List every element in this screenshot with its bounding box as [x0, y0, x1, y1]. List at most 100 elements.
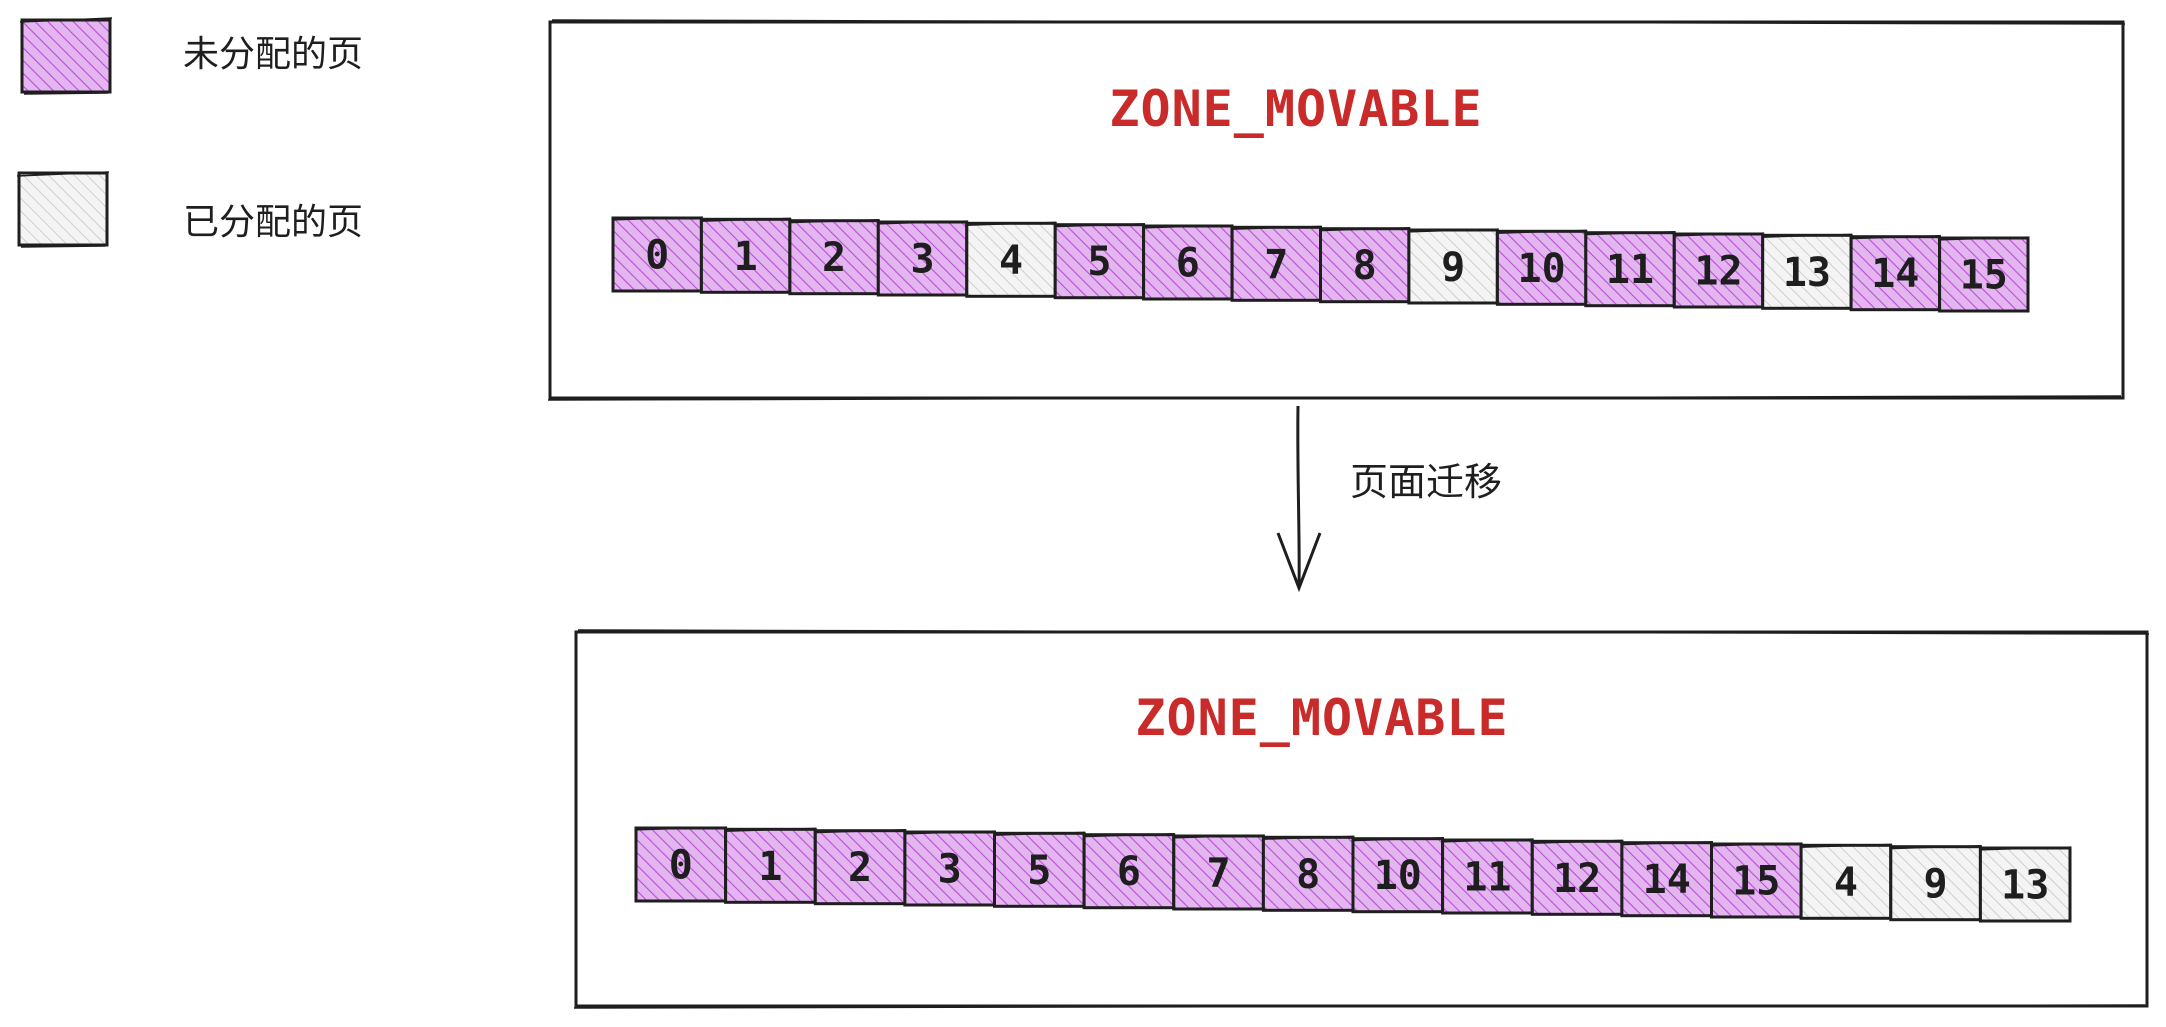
page-sketch-line — [1531, 839, 1623, 844]
page-sketch-line — [1054, 223, 1145, 228]
page-number: 9 — [1441, 245, 1465, 291]
page-cell: 11 — [1441, 838, 1534, 915]
page-cell: 13 — [1978, 846, 2072, 923]
page-sketch-line — [1850, 235, 1941, 240]
page-used-box — [1407, 228, 1499, 305]
page-cell: 8 — [1261, 835, 1355, 912]
page-number: 1 — [758, 844, 782, 890]
page-number: 0 — [645, 233, 669, 279]
page-cell: 2 — [788, 219, 880, 296]
legend-free-swatch — [20, 18, 112, 94]
page-cell: 10 — [1351, 837, 1445, 914]
page-free-box — [724, 827, 817, 904]
page-cell: 5 — [993, 831, 1086, 908]
page-sketch-line — [788, 219, 880, 224]
page-sketch-line — [1979, 846, 2072, 851]
page-number: 5 — [1087, 239, 1111, 285]
page-cell: 15 — [1710, 842, 1803, 919]
page-number: 1 — [734, 234, 758, 280]
arrow-label: 页面迁移 — [1350, 460, 1502, 504]
page-number: 7 — [1207, 851, 1231, 897]
page-number: 6 — [1176, 241, 1200, 287]
page-used-box — [1889, 845, 1982, 922]
page-sketch-line — [1083, 833, 1175, 838]
page-sketch-line — [1142, 224, 1234, 229]
page-cell: 12 — [1530, 839, 1624, 916]
page-number: 15 — [1960, 253, 2008, 299]
page-number: 3 — [910, 237, 934, 283]
page-free-box — [1082, 833, 1176, 910]
page-number: 15 — [1732, 859, 1780, 905]
page-sketch-line — [814, 829, 906, 834]
page-sketch-line — [993, 831, 1086, 836]
page-number: 8 — [1353, 243, 1377, 289]
page-cell: 1 — [699, 217, 792, 294]
zone-after-title: ZONE_MOVABLE — [1135, 689, 1508, 747]
page-cell: 15 — [1938, 236, 2030, 313]
page-free-box — [1495, 229, 1588, 306]
page-sketch-line — [1407, 228, 1499, 233]
page-cell: 11 — [1584, 231, 1676, 308]
page-free-box — [1584, 231, 1676, 308]
page-free-box — [1938, 236, 2030, 313]
page-sketch-line — [1351, 837, 1444, 842]
legend-item-used: 已分配的页 — [16, 171, 363, 248]
page-free-box — [1142, 224, 1234, 301]
page-sketch-line — [1673, 232, 1764, 237]
page-sketch-line — [1231, 225, 1322, 230]
arrow-head — [1276, 532, 1322, 593]
page-number: 7 — [1264, 242, 1288, 288]
page-free-box — [611, 216, 703, 293]
page-sketch-line — [877, 220, 968, 225]
page-free-box — [876, 220, 969, 297]
page-number: 8 — [1296, 852, 1320, 898]
page-cell: 10 — [1495, 229, 1588, 306]
page-free-box — [1710, 842, 1803, 919]
page-number: 6 — [1117, 849, 1141, 895]
page-sketch-line — [1620, 841, 1713, 846]
page-free-box — [1530, 839, 1624, 916]
page-number: 14 — [1643, 857, 1691, 903]
page-sketch-line — [1761, 233, 1853, 238]
page-sketch-line — [1319, 227, 1410, 232]
page-number: 11 — [1606, 247, 1654, 293]
page-cell: 3 — [903, 830, 997, 907]
page-sketch-line — [611, 216, 703, 221]
page-free-box — [1620, 841, 1714, 918]
page-used-box — [1761, 233, 1853, 310]
page-cell: 8 — [1319, 227, 1411, 304]
page-sketch-line — [1172, 834, 1265, 839]
legend-item-free: 未分配的页 — [19, 17, 363, 95]
page-number: 13 — [1783, 250, 1831, 296]
page-used-box — [1978, 846, 2072, 923]
page-number: 2 — [822, 235, 846, 281]
page-number: 9 — [1924, 861, 1948, 907]
page-number: 12 — [1553, 856, 1601, 902]
page-sketch-line — [903, 830, 996, 835]
page-sketch-line — [634, 826, 727, 831]
page-cell: 1 — [724, 827, 817, 904]
page-number: 2 — [848, 845, 872, 891]
page-number: 4 — [999, 238, 1023, 284]
page-sketch-line — [1584, 231, 1676, 236]
page-free-box — [1672, 232, 1765, 309]
page-sketch-line — [1441, 838, 1534, 843]
page-sketch-line — [1496, 229, 1587, 234]
page-sketch-line — [1710, 842, 1803, 847]
page-free-box — [699, 217, 792, 294]
page-free-box — [903, 830, 997, 907]
page-free-box — [634, 826, 728, 903]
page-sketch-line — [1262, 835, 1355, 840]
arrow-shaft — [1296, 405, 1301, 589]
page-cell: 0 — [634, 826, 728, 903]
page-number: 3 — [938, 847, 962, 893]
page-number: 14 — [1871, 251, 1919, 297]
page-free-box — [788, 219, 880, 296]
page-cell: 3 — [876, 220, 969, 297]
page-cell: 6 — [1082, 833, 1176, 910]
legend-free-label: 未分配的页 — [183, 34, 363, 75]
page-cell: 7 — [1230, 225, 1322, 302]
